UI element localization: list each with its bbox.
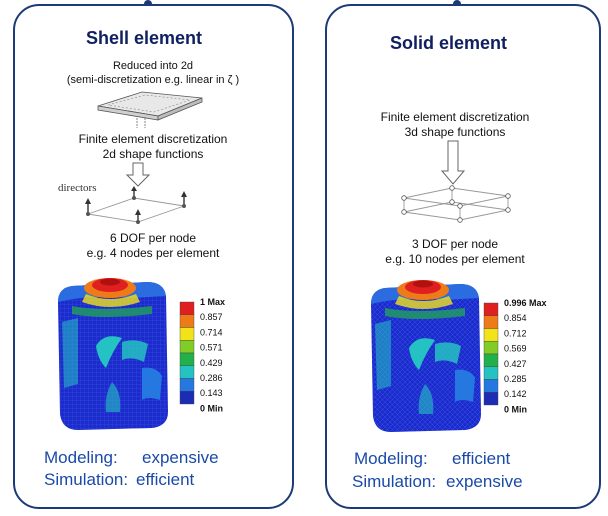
shell-plate-illustration: [97, 91, 203, 128]
shell-legend-swatch: [179, 378, 195, 392]
shell-legend-label: 0.571: [200, 343, 223, 353]
solid-modeling-value: efficient: [452, 449, 511, 468]
shell-legend-swatch: [179, 327, 195, 341]
shell-legend-swatch: [179, 340, 195, 354]
solid-modeling-label: Modeling:: [354, 449, 428, 468]
shell-reduced-line1: Reduced into 2d: [112, 60, 194, 72]
solid-legend-label: 0.142: [504, 389, 527, 399]
solid-fe-line2: 3d shape functions: [404, 125, 506, 139]
shell-fe-line2: 2d shape functions: [102, 147, 204, 161]
solid-legend-swatch: [483, 353, 499, 367]
directors-label: directors: [58, 182, 97, 194]
solid-title: Solid element: [390, 33, 508, 53]
shell-title: Shell element: [86, 28, 203, 48]
solid-legend-label: 0.712: [504, 328, 527, 338]
solid-fe-model: [371, 280, 481, 432]
shell-simulation-label: Simulation:: [44, 470, 129, 489]
shell-modeling-value: expensive: [142, 448, 219, 467]
solid-legend-label: 0.854: [504, 313, 527, 323]
shell-legend-swatch: [179, 365, 195, 379]
shell-legend-swatch: [179, 352, 195, 366]
solid-legend-label: 0 Min: [504, 404, 527, 414]
shell-reduced-line2: (semi-discretization e.g. linear in ζ ): [66, 74, 240, 86]
solid-legend-swatch: [483, 328, 499, 342]
shell-legend-swatch: [179, 391, 195, 405]
solid-fe-line1: Finite element discretization: [380, 110, 530, 124]
solid-color-legend: 0.996 Max 0.854 0.712 0.569 0.427 0.285 0.142 0…: [483, 298, 547, 414]
shell-simulation-value: efficient: [136, 470, 195, 489]
solid-legend-swatch: [483, 366, 499, 380]
solid-legend-swatch: [483, 302, 499, 316]
shell-dof-line1: 6 DOF per node: [109, 231, 197, 245]
solid-simulation-value: expensive: [446, 472, 523, 491]
shell-legend-label: 0.857: [200, 312, 223, 322]
shell-quad-element: [85, 186, 187, 224]
shell-legend-label: 0.714: [200, 327, 223, 337]
shell-legend-label: 0 Min: [200, 403, 223, 413]
solid-legend-label: 0.427: [504, 359, 527, 369]
shell-color-legend: 1 Max 0.857 0.714 0.571 0.429 0.286 0.143 0 Min: [179, 297, 225, 413]
solid-simulation-label: Simulation:: [352, 472, 437, 491]
shell-legend-swatch: [179, 301, 195, 315]
solid-legend-label: 0.569: [504, 344, 527, 354]
shell-legend-label: 0.429: [200, 358, 223, 368]
solid-legend-swatch: [483, 379, 499, 393]
solid-legend-label: 0.996 Max: [504, 298, 547, 308]
shell-dof-line2: e.g. 4 nodes per element: [86, 246, 220, 260]
shell-legend-label: 1 Max: [200, 297, 225, 307]
solid-legend-swatch: [483, 315, 499, 329]
down-arrow-icon: [440, 140, 466, 185]
down-arrow-icon: [125, 162, 151, 187]
shell-fe-model: [58, 278, 168, 430]
solid-legend-swatch: [483, 341, 499, 355]
shell-fe-line1: Finite element discretization: [78, 132, 228, 146]
solid-legend-label: 0.285: [504, 374, 527, 384]
solid-hex-element: [401, 185, 511, 223]
shell-legend-swatch: [179, 314, 195, 328]
solid-dof-line1: 3 DOF per node: [411, 237, 499, 251]
shell-legend-label: 0.286: [200, 373, 223, 383]
shell-modeling-label: Modeling:: [44, 448, 118, 467]
shell-legend-label: 0.143: [200, 388, 223, 398]
solid-dof-line2: e.g. 10 nodes per element: [385, 252, 525, 266]
solid-legend-swatch: [483, 392, 499, 406]
